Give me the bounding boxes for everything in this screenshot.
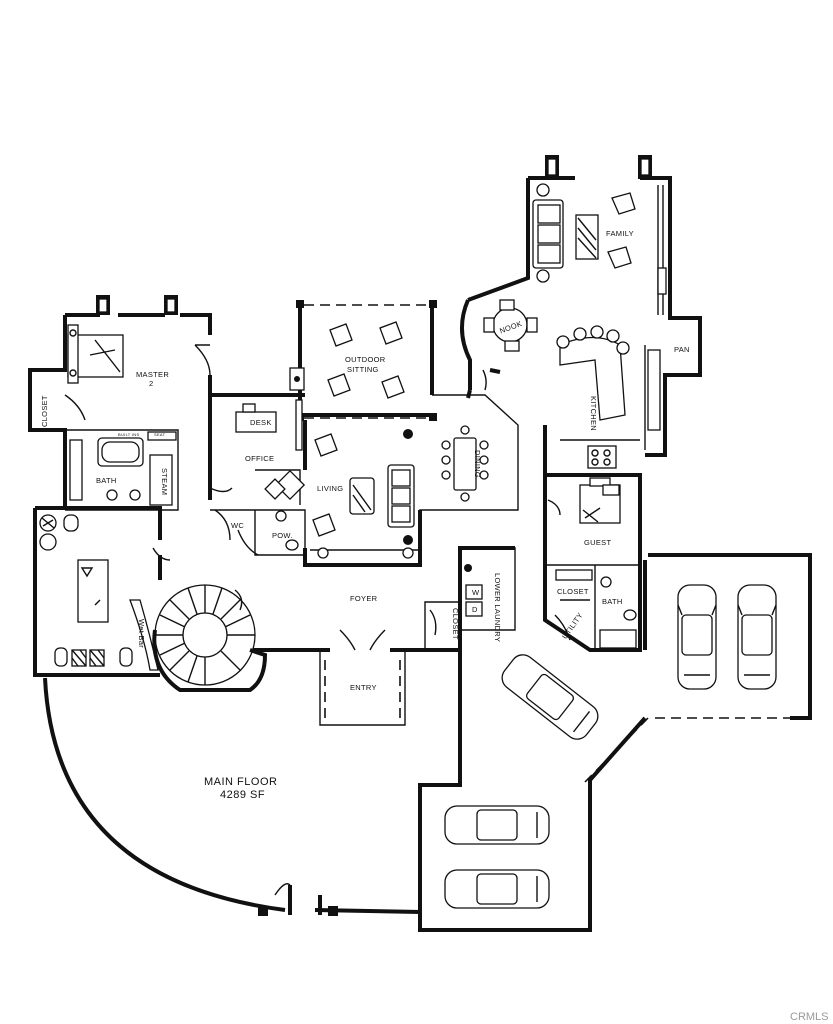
outdoor-sitting-chairs bbox=[289, 321, 405, 399]
master-bath-fixtures bbox=[69, 431, 177, 506]
laundry-appliances bbox=[464, 564, 483, 617]
columns bbox=[96, 155, 652, 916]
room-label-living: LIVING bbox=[317, 484, 343, 493]
room-label-foyer: FOYER bbox=[350, 594, 378, 603]
master-bedroom-furniture bbox=[67, 324, 124, 384]
car bbox=[444, 869, 550, 909]
floor-area: 4289 SF bbox=[220, 789, 265, 801]
label-seat: SEAT bbox=[154, 432, 166, 437]
car bbox=[677, 584, 717, 690]
car bbox=[501, 654, 599, 740]
room-label-sitting: SITTING bbox=[347, 365, 379, 374]
room-label-outdoor: OUTDOOR bbox=[345, 355, 386, 364]
room-label-closet-master: CLOSET bbox=[40, 395, 49, 427]
room-label-kitchen: KITCHEN bbox=[589, 396, 598, 431]
door-swings bbox=[64, 344, 571, 896]
wc-powder-fixtures bbox=[214, 509, 299, 556]
exterior-walls bbox=[28, 176, 812, 932]
room-label-wc: WC bbox=[231, 521, 244, 530]
room-label-office: OFFICE bbox=[245, 454, 274, 463]
garage-cars bbox=[444, 584, 777, 909]
room-label-closet-guest: CLOSET bbox=[557, 587, 589, 596]
watermark-text: CRMLS bbox=[790, 1011, 829, 1023]
room-label-steam: STEAM bbox=[160, 468, 169, 495]
room-label-master: MASTER bbox=[136, 370, 169, 379]
guest-furniture bbox=[555, 477, 637, 649]
room-label-desk: DESK bbox=[250, 418, 272, 427]
car bbox=[737, 584, 777, 690]
family-furniture bbox=[532, 183, 667, 295]
room-label-family: FAMILY bbox=[606, 229, 634, 238]
room-label-closet-foyer: CLOSET bbox=[451, 608, 460, 640]
spiral-staircase bbox=[152, 584, 268, 692]
room-label-lower-laundry: LOWER LAUNDRY bbox=[493, 573, 502, 642]
nook-table bbox=[483, 299, 538, 352]
dining-table bbox=[441, 425, 489, 502]
label-built-ins: BUILT INS bbox=[118, 432, 139, 437]
bar-room-furniture bbox=[39, 514, 159, 671]
room-label-master-num: 2 bbox=[149, 379, 153, 388]
living-furniture bbox=[312, 429, 415, 559]
car bbox=[444, 805, 550, 845]
floor-name: MAIN FLOOR bbox=[204, 776, 277, 788]
label-washer: W bbox=[472, 588, 480, 597]
room-label-bath-master: BATH bbox=[96, 476, 117, 485]
room-label-guest: GUEST bbox=[584, 538, 611, 547]
room-label-bath-guest: BATH bbox=[602, 597, 623, 606]
room-label-powder: POW. bbox=[272, 531, 293, 540]
label-dryer: D bbox=[472, 605, 478, 614]
room-label-entry: ENTRY bbox=[350, 683, 377, 692]
room-label-dining: DINING bbox=[473, 450, 482, 478]
office-furniture bbox=[235, 399, 306, 501]
room-label-pan: PAN bbox=[674, 345, 690, 354]
room-label-wet-bar: Wet Bar bbox=[137, 619, 146, 648]
kitchen-island bbox=[556, 325, 661, 469]
